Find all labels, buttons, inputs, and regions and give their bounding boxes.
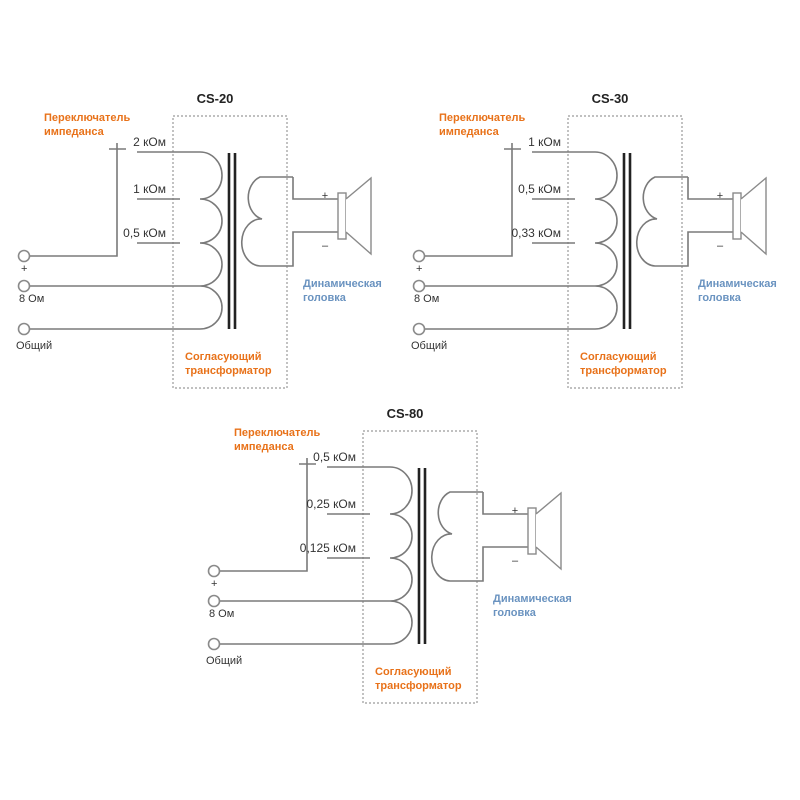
terminal-plus-label: + [416,263,422,275]
speaker-plus-sign: + [322,190,328,202]
tap-label: 0,33 кОм [511,226,561,240]
tap-label: 0,5 кОм [123,226,166,240]
transformer-label-line2: трансформатор [185,365,272,377]
speaker-minus-sign: – [512,555,519,567]
speaker-label-line2: головка [303,292,347,304]
speaker-plus-sign: + [717,190,723,202]
terminal-8-ohm-label: 8 Ом [19,293,44,305]
switch-wire [215,458,308,572]
terminal-plus [207,564,221,578]
terminal-common-label: Общий [411,340,447,352]
transformer-label-line1: Согласующий [375,666,452,678]
primary-coil [25,151,223,330]
speaker-cone [740,176,767,256]
tap-label: 2 кОм [133,135,166,149]
tap-label: 1 кОм [528,135,561,149]
transformer-label-line1: Согласующий [580,351,657,363]
speaker-cone [535,491,562,571]
switch-label-line2: импеданса [44,126,105,138]
transformer-housing-box [362,430,478,704]
secondary-wire-plus [292,177,338,200]
transformer-label-line2: трансформатор [580,365,667,377]
tap-label: 0,5 кОм [313,450,356,464]
tap-label: 0,25 кОм [306,497,356,511]
switch-label-line2: импеданса [234,441,295,453]
tap-label: 0,125 кОм [300,541,356,555]
transformer-label-line1: Согласующий [185,351,262,363]
speaker-cone [345,176,372,256]
switch-label-line1: Переключатель [439,112,525,124]
diagram-title: CS-30 [592,91,629,106]
tap-label: 0,5 кОм [518,182,561,196]
diagram-title: CS-20 [197,91,234,106]
speaker-minus-sign: – [717,240,724,252]
speaker-magnet [337,192,347,240]
terminal-common [412,322,426,336]
transformer-housing-box [567,115,683,389]
terminal-8-ohm [207,594,221,608]
secondary-coil [240,176,338,267]
terminal-plus-label: + [211,578,217,590]
speaker-label-line2: головка [698,292,742,304]
tap-label: 1 кОм [133,182,166,196]
terminal-common [17,322,31,336]
terminal-common [207,637,221,651]
terminal-8-ohm [17,279,31,293]
switch-label-line1: Переключатель [44,112,130,124]
secondary-wire-plus [482,492,528,515]
speaker-label-line1: Динамическая [303,278,382,290]
speaker-label-line1: Динамическая [493,593,572,605]
terminal-plus [412,249,426,263]
switch-label-line1: Переключатель [234,427,320,439]
terminal-plus [17,249,31,263]
speaker-label-line1: Динамическая [698,278,777,290]
switch-wire [420,143,513,257]
primary-coil [215,466,413,645]
terminal-8-ohm-label: 8 Ом [209,608,234,620]
primary-coil [420,151,618,330]
secondary-coil [430,491,528,582]
terminal-common-label: Общий [206,655,242,667]
terminal-common-label: Общий [16,340,52,352]
secondary-wire-plus [687,177,733,200]
diagram-title: CS-80 [387,406,424,421]
speaker-plus-sign: + [512,505,518,517]
switch-label-line2: импеданса [439,126,500,138]
terminal-8-ohm-label: 8 Ом [414,293,439,305]
transformer-housing-box [172,115,288,389]
speaker-magnet [527,507,537,555]
transformer-label-line2: трансформатор [375,680,462,692]
switch-wire [25,143,118,257]
terminal-8-ohm [412,279,426,293]
secondary-coil [635,176,733,267]
speaker-minus-sign: – [322,240,329,252]
speaker-label-line2: головка [493,607,537,619]
speaker-magnet [732,192,742,240]
terminal-plus-label: + [21,263,27,275]
